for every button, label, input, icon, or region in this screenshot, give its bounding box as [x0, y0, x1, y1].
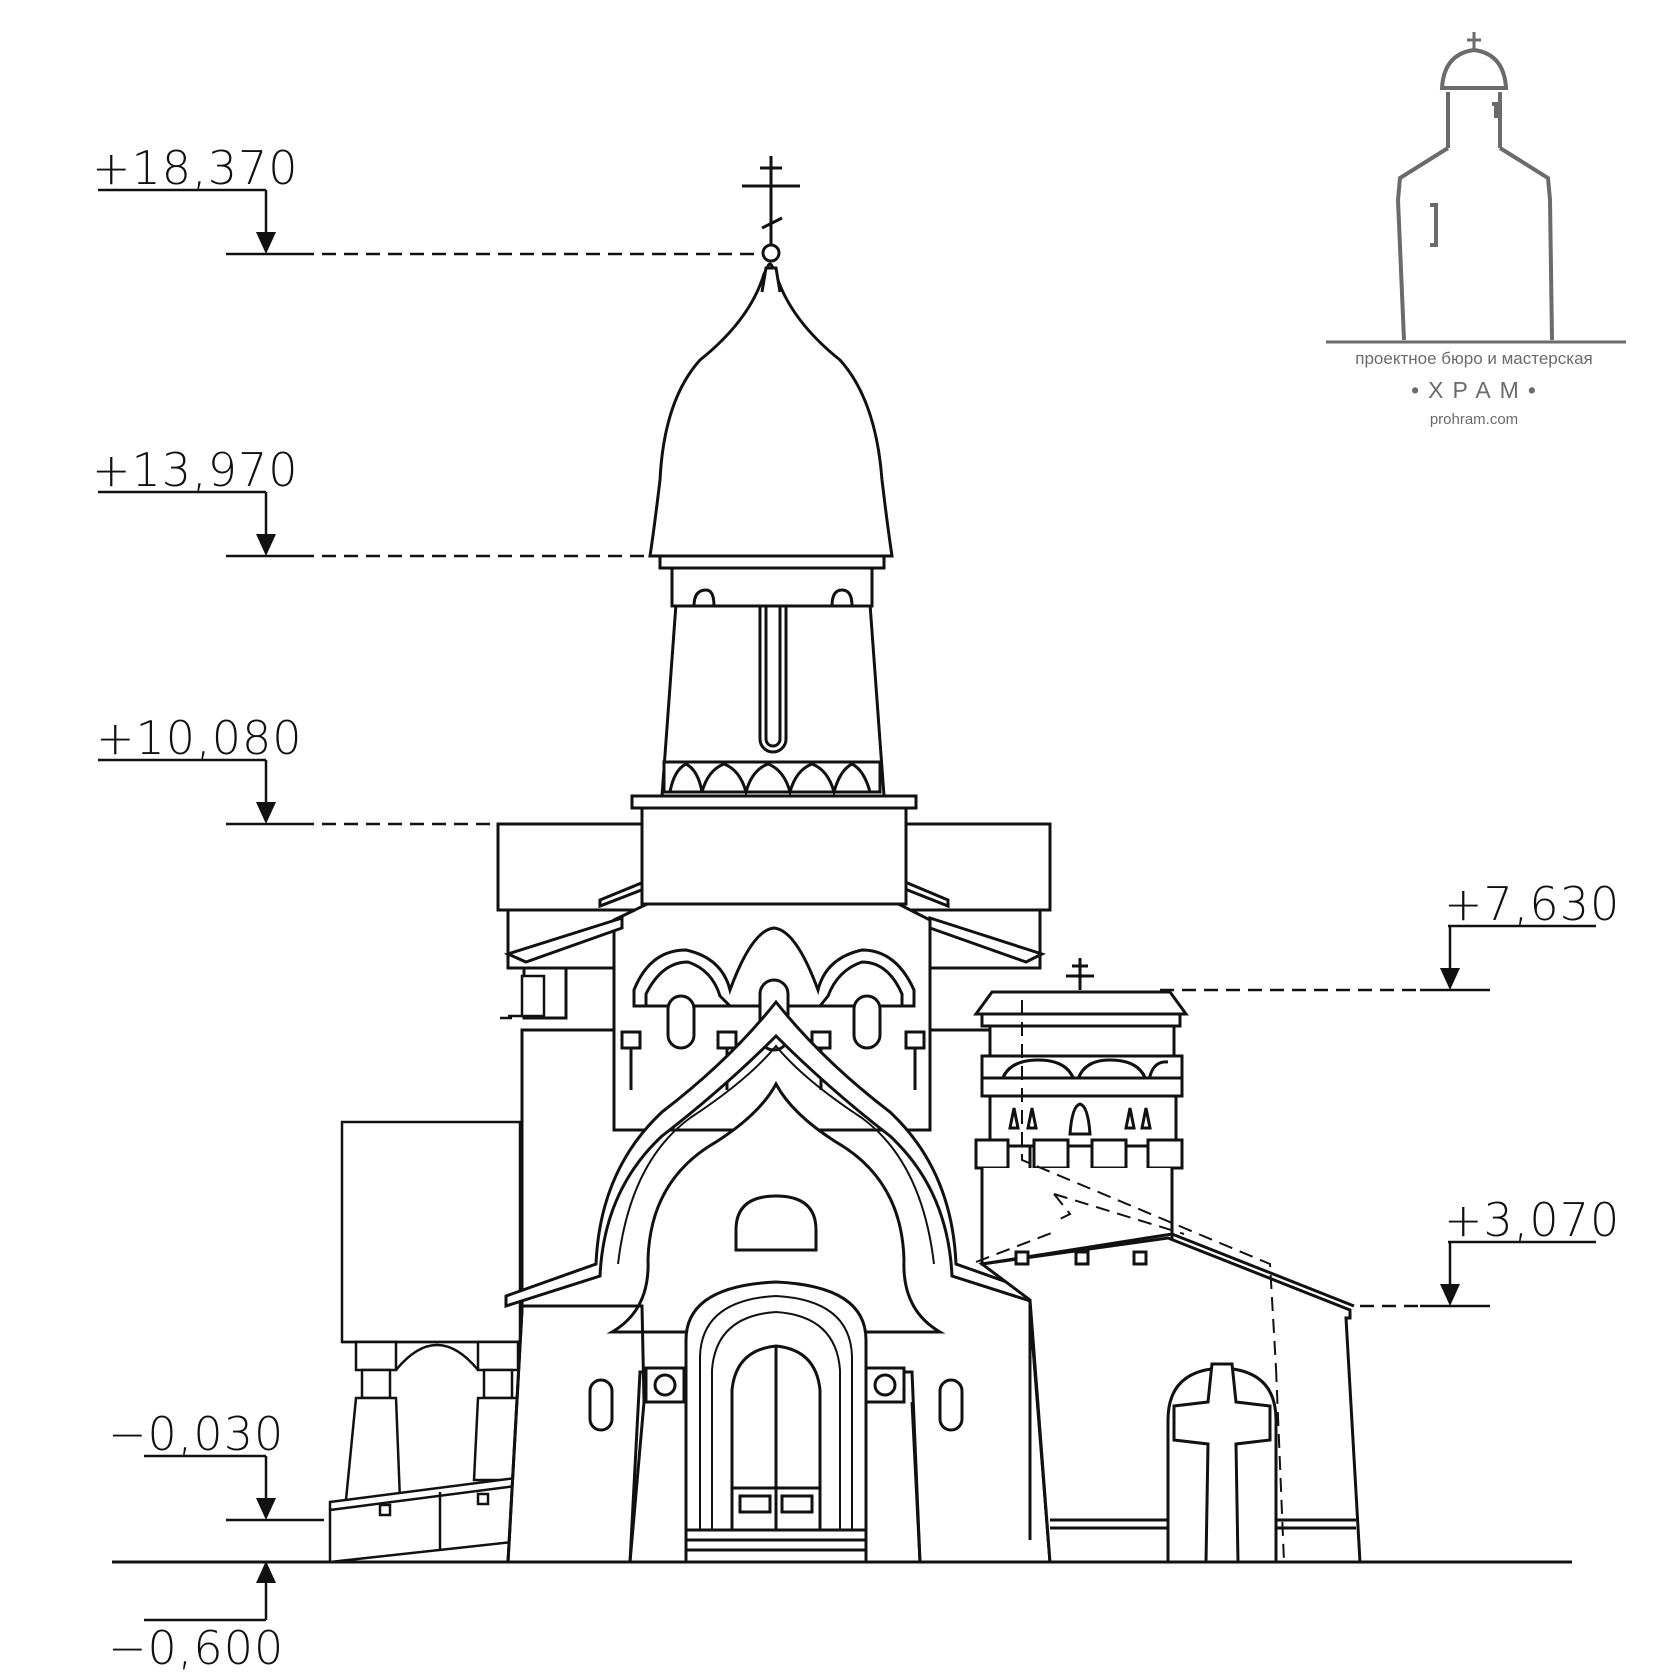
bell-tower: [973, 958, 1189, 1266]
elevation-marker-3070: [1360, 1240, 1596, 1308]
elevation-marker-minus-0600: [144, 1561, 276, 1622]
logo-url: prohram.com: [1430, 411, 1518, 428]
hidden-lines: [975, 1000, 1285, 1563]
elevation-label: +13,970: [92, 443, 299, 497]
elevation-label: +10,080: [96, 711, 303, 765]
elevation-label: +7,630: [1444, 877, 1620, 931]
bureau-logo: [1326, 32, 1626, 344]
logo-subtitle: проектное бюро и мастерская: [1355, 349, 1592, 368]
zakomary-band: [620, 926, 926, 1090]
elevation-label: −0,030: [108, 1407, 284, 1461]
elevation-marker-13970: [98, 490, 652, 558]
elevation-marker-18370: [98, 188, 760, 256]
elevation-marker-7630: [1160, 924, 1596, 992]
elevation-label: +18,370: [92, 141, 299, 195]
central-drum-and-dome: [648, 156, 894, 798]
left-side-trim: [500, 974, 546, 1020]
right-annex: [978, 1232, 1362, 1564]
logo-name: •ХРАМ•: [1411, 377, 1545, 403]
elevation-marker-10080: [98, 758, 640, 826]
elevation-label: +3,070: [1444, 1193, 1620, 1247]
elevation-label: −0,600: [108, 1621, 284, 1675]
